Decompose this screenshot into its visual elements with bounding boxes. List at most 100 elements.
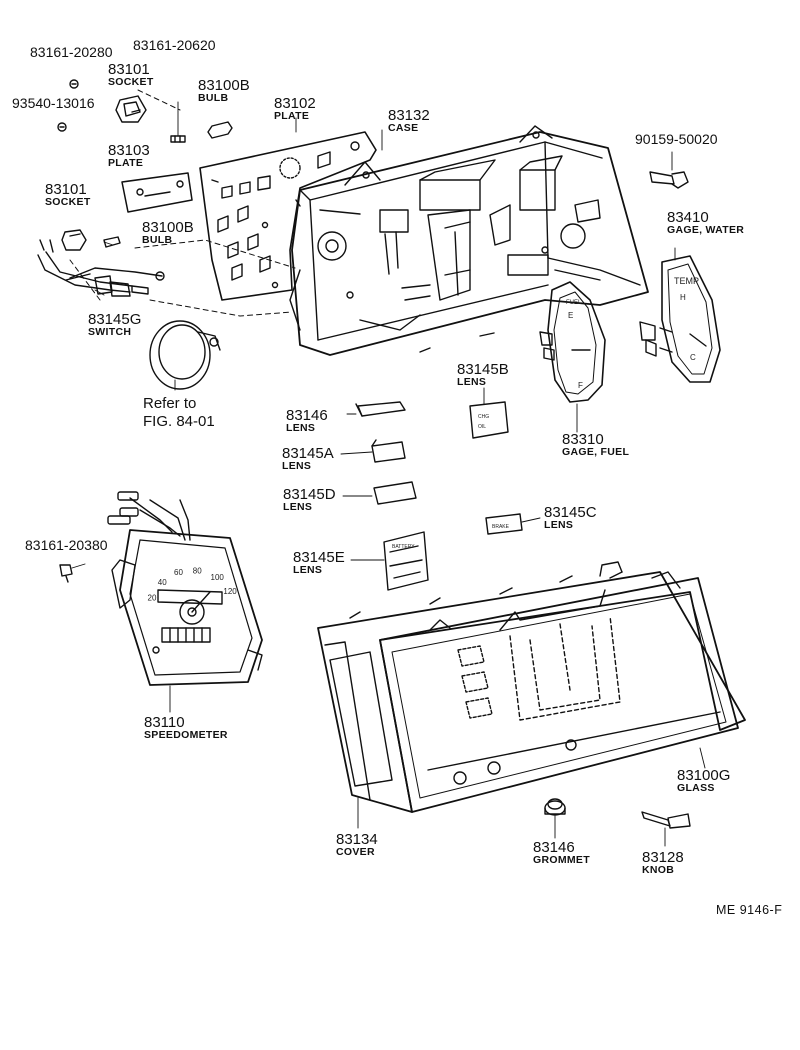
empty-mark: E xyxy=(568,311,573,320)
part-name: GAGE, FUEL xyxy=(562,446,630,458)
part-number: 83101 xyxy=(45,181,87,198)
part-label-p11: 83100B BULB xyxy=(142,220,194,246)
part-name: PLATE xyxy=(274,110,310,122)
screw-90159-50020 xyxy=(649,171,689,189)
part-number: 83145B xyxy=(457,361,509,378)
socket-upper xyxy=(115,95,147,123)
switch-harness xyxy=(37,239,165,297)
part-number: 83102 xyxy=(274,95,316,112)
part-name: SPEEDOMETER xyxy=(144,729,228,741)
part-label-p19: 83145C LENS xyxy=(544,505,597,531)
part-name: GAGE, WATER xyxy=(667,224,745,236)
lens-83145D xyxy=(373,481,417,505)
lens-83145C xyxy=(485,513,523,535)
speed-tick-label: 40 xyxy=(158,578,167,587)
part-number: 83100B xyxy=(198,77,250,94)
part-number: 83310 xyxy=(562,431,604,448)
socket-lower xyxy=(61,229,87,251)
part-label-p10: 83101 SOCKET xyxy=(45,182,91,208)
instrument-case xyxy=(289,125,649,356)
part-label-p17: 83310 GAGE, FUEL xyxy=(562,432,629,458)
lens-83146 xyxy=(355,401,406,417)
reference-line-1: Refer to xyxy=(143,395,197,412)
part-number: 83145E xyxy=(293,549,345,566)
part-number: 83145A xyxy=(282,445,334,462)
part-name: KNOB xyxy=(642,864,675,876)
meter-cover xyxy=(317,561,746,813)
screw-83161-20280 xyxy=(69,79,79,89)
small-plate xyxy=(121,172,193,213)
part-number: 83146 xyxy=(533,839,575,856)
part-label-p24: 83134 COVER xyxy=(336,832,378,858)
part-label-p20: 83161-20380 xyxy=(25,538,108,552)
part-name: LENS xyxy=(544,519,574,531)
part-name: COVER xyxy=(336,846,375,858)
diagram-code: ME 9146-F xyxy=(716,903,783,917)
reference-line-2: FIG. 84-01 xyxy=(143,413,215,430)
part-label-p18: 83145D LENS xyxy=(283,487,336,513)
part-number: 83145D xyxy=(283,486,336,503)
part-number: 83145G xyxy=(88,311,142,328)
part-number: 83145C xyxy=(544,504,597,521)
label-leaders xyxy=(71,101,706,847)
part-name: GROMMET xyxy=(533,854,590,866)
part-name: LENS xyxy=(457,376,487,388)
part-number: 83146 xyxy=(286,407,328,424)
bulb-upper xyxy=(207,121,233,139)
part-number: 90159-50020 xyxy=(635,131,718,147)
part-name: LENS xyxy=(283,501,313,513)
screw-83161-20620 xyxy=(170,135,186,143)
temp-mark: TEMP xyxy=(674,276,699,286)
part-name: BULB xyxy=(142,234,173,246)
knob xyxy=(641,811,691,829)
part-number: 83100G xyxy=(677,767,731,784)
water-gage xyxy=(639,255,721,383)
circuit-plate xyxy=(199,131,377,301)
part-label-p08: 90159-50020 xyxy=(635,132,718,146)
screw-83161-20380 xyxy=(59,564,73,583)
part-label-p14: 83145B LENS xyxy=(457,362,509,388)
part-label-p06: 83102 PLATE xyxy=(274,96,316,122)
lens-83145B xyxy=(469,401,509,439)
speed-tick-label: 100 xyxy=(211,573,225,582)
leader-lines xyxy=(69,89,296,317)
part-label-p16: 83145A LENS xyxy=(282,446,334,472)
part-label-p02: 83161-20620 xyxy=(133,38,216,52)
speed-tick-label: 80 xyxy=(193,566,202,575)
speed-tick-label: 60 xyxy=(174,568,183,577)
part-label-p03: 83101 SOCKET xyxy=(108,62,154,88)
lens-83145A xyxy=(371,439,406,463)
part-name: LENS xyxy=(282,460,312,472)
part-number: 83161-20280 xyxy=(30,44,113,60)
part-number: 93540-13016 xyxy=(12,95,95,111)
part-label-p22: 83110 SPEEDOMETER xyxy=(144,715,228,741)
part-label-p25: 83146 GROMMET xyxy=(533,840,590,866)
part-number: 83134 xyxy=(336,831,378,848)
part-label-p21: 83145E LENS xyxy=(293,550,345,576)
part-number: 83103 xyxy=(108,142,150,159)
part-label-p09: 83103 PLATE xyxy=(108,143,150,169)
part-label-p13: 83145G SWITCH xyxy=(88,312,141,338)
part-number: 83110 xyxy=(144,714,185,731)
hot-mark: H xyxy=(680,293,686,302)
part-label-p07: 83132 CASE xyxy=(388,108,430,134)
part-name: SOCKET xyxy=(108,76,154,88)
fuel-mark: FUEL xyxy=(566,300,582,306)
part-number: 83100B xyxy=(142,219,194,236)
part-name: LENS xyxy=(286,422,316,434)
knob-assembly xyxy=(149,320,221,390)
bulb-lower xyxy=(103,236,121,248)
part-label-p23: 83100G GLASS xyxy=(677,768,730,794)
part-number: 83128 xyxy=(642,849,684,866)
part-label-p05: 83100B BULB xyxy=(198,78,250,104)
cold-mark: C xyxy=(690,353,696,362)
part-name: PLATE xyxy=(108,157,144,169)
part-name: LENS xyxy=(293,564,323,576)
speedometer xyxy=(107,491,263,686)
part-label-p01: 83161-20280 xyxy=(30,45,113,59)
part-label-p15: 83146 LENS xyxy=(286,408,328,434)
